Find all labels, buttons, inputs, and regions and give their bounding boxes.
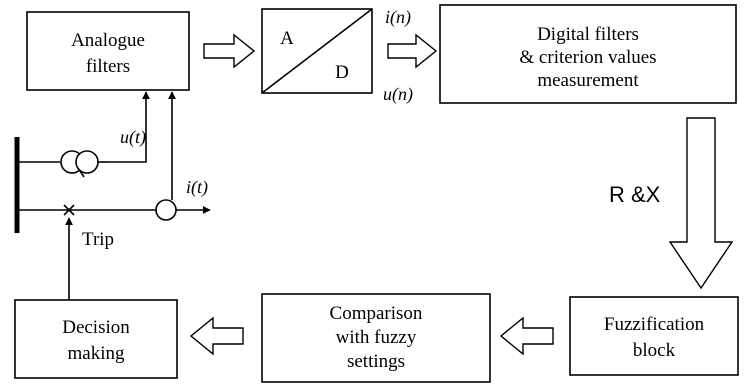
fuzzification-line2: block <box>633 340 676 361</box>
analogue-filters-block: Analogue filters <box>26 11 190 91</box>
digital-filters-line1: Digital filters <box>537 24 639 45</box>
current-transformer-icon <box>155 199 177 221</box>
signal-i-t: i(t) <box>186 177 208 198</box>
signal-i-n: i(n) <box>385 7 411 28</box>
voltage-transformer-icon <box>60 150 108 178</box>
comparison-line1: Comparison <box>330 303 423 324</box>
comparison-block: Comparison with fuzzy settings <box>261 293 491 383</box>
arrow-filters-to-ad <box>203 33 256 69</box>
analogue-filters-line1: Analogue <box>71 30 145 51</box>
digital-filters-line2: & criterion values <box>519 47 656 68</box>
arrow-digital-to-fuzzification <box>668 117 734 290</box>
comparison-line3: settings <box>347 351 405 372</box>
arrow-ad-to-digital <box>387 33 438 69</box>
arrow-fuzzification-to-comparison <box>499 316 554 356</box>
ad-label-a: A <box>280 28 294 49</box>
digital-filters-block: Digital filters & criterion values measu… <box>439 4 737 104</box>
ad-converter-block: A D <box>261 8 373 94</box>
voltage-signal-line <box>108 91 150 163</box>
circuit-breaker-icon <box>63 204 75 216</box>
signal-r-x: R &X <box>609 182 661 207</box>
fuzzification-block: Fuzzification block <box>569 296 739 376</box>
comparison-line2: with fuzzy <box>336 327 417 348</box>
decision-line1: Decision <box>62 317 130 338</box>
arrow-comparison-to-decision <box>189 316 244 356</box>
ad-label-d: D <box>335 62 349 83</box>
trip-label: Trip <box>82 229 114 250</box>
fuzzification-line1: Fuzzification <box>604 314 705 335</box>
analogue-filters-line2: filters <box>86 56 130 77</box>
signal-u-n: u(n) <box>383 84 413 105</box>
signal-u-t: u(t) <box>120 127 146 148</box>
decision-line2: making <box>68 343 125 364</box>
decision-block: Decision making <box>14 299 178 379</box>
digital-filters-line3: measurement <box>537 70 639 91</box>
